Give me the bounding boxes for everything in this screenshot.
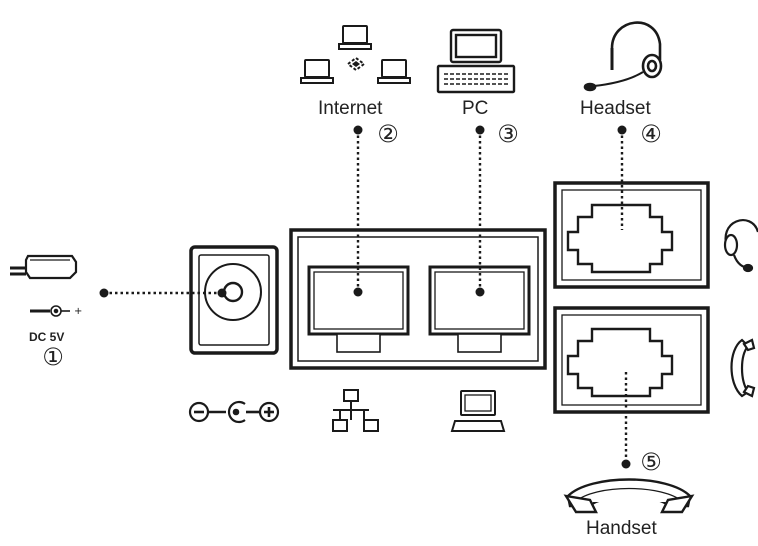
svg-text:+: + bbox=[74, 306, 82, 317]
headset-icon bbox=[583, 21, 663, 92]
network-icon bbox=[300, 25, 411, 84]
lan-icon bbox=[332, 389, 379, 432]
laptop-icon bbox=[450, 390, 506, 432]
power-adapter-icon bbox=[10, 254, 78, 280]
dc-symbol-icon: + bbox=[30, 305, 82, 317]
handset-label: Handset bbox=[586, 518, 657, 539]
handset-icon bbox=[563, 478, 695, 514]
marker-1: ① bbox=[42, 344, 64, 371]
connection-lines bbox=[104, 130, 628, 464]
internet-port bbox=[307, 265, 410, 353]
pc-label: PC bbox=[462, 98, 489, 119]
connection-dots bbox=[99, 125, 631, 469]
marker-3: ③ bbox=[497, 121, 519, 148]
handset-port-box bbox=[553, 306, 710, 414]
pc-port bbox=[428, 265, 531, 353]
headset-small-icon bbox=[723, 219, 758, 273]
headset-label: Headset bbox=[580, 98, 651, 119]
power-jack bbox=[189, 245, 279, 355]
computer-icon bbox=[436, 28, 516, 94]
marker-5: ⑤ bbox=[640, 449, 662, 476]
marker-4: ④ bbox=[640, 121, 662, 148]
dc-polarity-icon bbox=[188, 400, 280, 424]
marker-2: ② bbox=[377, 121, 399, 148]
internet-label: Internet bbox=[318, 98, 383, 119]
handset-small-icon bbox=[730, 338, 756, 398]
headset-port-box bbox=[553, 181, 710, 289]
dc-label: DC 5V bbox=[29, 330, 65, 344]
